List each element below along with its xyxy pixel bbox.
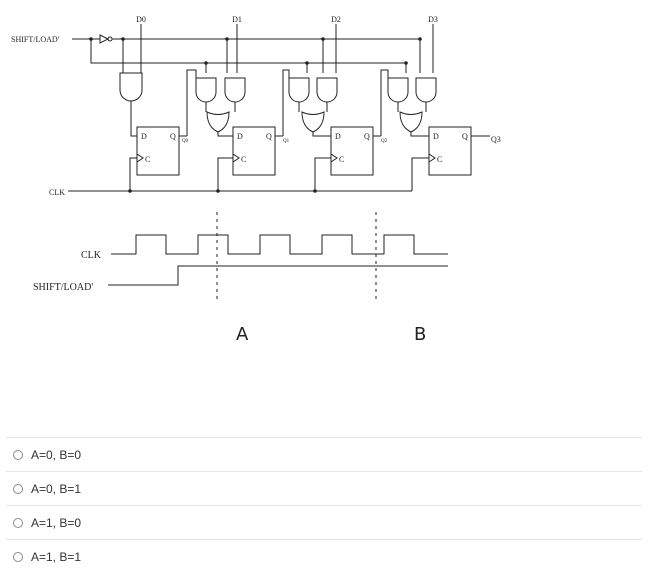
and-gate-shift-1	[195, 77, 217, 103]
or-gate-1	[206, 111, 230, 133]
and-gate-load-3	[415, 77, 437, 103]
shift-load-label: SHIFT/LOAD'	[11, 35, 60, 44]
ff-c-label: C	[241, 155, 246, 164]
option-label: A=1, B=0	[31, 515, 82, 530]
and-gate-load-2	[316, 77, 338, 103]
wire	[217, 132, 233, 137]
and-gate-stage0	[119, 72, 143, 102]
timing-diagram: CLK SHIFT/LOAD' A B	[33, 212, 448, 345]
d-flipflop-3	[428, 126, 472, 176]
data-input-label-d1: D1	[232, 15, 242, 24]
clock-triangle-icon	[136, 153, 144, 163]
or-gate-3	[399, 111, 423, 133]
radio-button[interactable]	[13, 551, 23, 562]
option-a1-b1[interactable]: A=1, B=1	[6, 539, 642, 573]
ff-d-label: D	[141, 132, 147, 141]
q3-label: Q3	[491, 135, 501, 144]
and-gate-load-1	[224, 77, 246, 103]
ff-d-label: D	[335, 132, 341, 141]
ff-d-label: D	[433, 132, 439, 141]
and-gate-shift-2	[288, 77, 310, 103]
and-gate-shift-3	[387, 77, 409, 103]
clk-branch	[129, 157, 137, 191]
radio-button[interactable]	[13, 449, 23, 460]
marker-a-label: A	[236, 324, 249, 345]
option-label: A=0, B=1	[31, 481, 82, 496]
ff-q-label: Q	[170, 132, 176, 141]
q-feedback-1	[282, 69, 290, 136]
q2-label: Q2	[381, 139, 388, 144]
clk-waveform	[111, 234, 448, 255]
radio-button[interactable]	[13, 517, 23, 528]
ff-c-label: C	[145, 155, 150, 164]
ff-c-label: C	[437, 155, 442, 164]
clock-triangle-icon	[330, 153, 338, 163]
d-flipflop-1	[232, 126, 276, 176]
data-input-label-d2: D2	[331, 15, 341, 24]
ff-q-label: Q	[364, 132, 370, 141]
timing-clk-label: CLK	[81, 250, 102, 261]
clock-triangle-icon	[232, 153, 240, 163]
marker-b-label: B	[414, 324, 426, 345]
clk-branch	[314, 157, 331, 191]
radio-button[interactable]	[13, 483, 23, 494]
shift-load-waveform	[108, 265, 448, 286]
q-feedback-2	[380, 69, 389, 136]
q1-label: Q1	[283, 139, 290, 144]
ff-q-label: Q	[462, 132, 468, 141]
option-label: A=1, B=1	[31, 549, 82, 564]
ff-c-label: C	[339, 155, 344, 164]
ff-d-label: D	[237, 132, 243, 141]
data-input-label-d0: D0	[136, 15, 146, 24]
clk-label: CLK	[49, 188, 65, 197]
q0-label: Q0	[182, 139, 189, 144]
data-input-label-d3: D3	[428, 15, 438, 24]
clock-triangle-icon	[428, 153, 436, 163]
wire	[410, 132, 429, 137]
option-a0-b1[interactable]: A=0, B=1	[6, 471, 642, 505]
d-flipflop-2	[330, 126, 374, 176]
clk-branch	[217, 157, 233, 191]
inverter-icon	[99, 34, 110, 44]
shift-line	[90, 39, 406, 64]
option-a0-b0[interactable]: A=0, B=0	[6, 437, 642, 471]
clk-branch	[411, 157, 429, 191]
ff-q-label: Q	[266, 132, 272, 141]
wire	[130, 101, 137, 137]
or-gate-2	[301, 111, 325, 133]
d-flipflop-0	[136, 126, 180, 176]
option-label: A=0, B=0	[31, 447, 82, 462]
option-a1-b0[interactable]: A=1, B=0	[6, 505, 642, 539]
wire	[312, 132, 331, 137]
timing-shift-load-label: SHIFT/LOAD'	[33, 282, 93, 293]
q-feedback-0	[186, 69, 197, 136]
answer-options: A=0, B=0 A=0, B=1 A=1, B=0 A=1, B=1	[6, 437, 642, 573]
